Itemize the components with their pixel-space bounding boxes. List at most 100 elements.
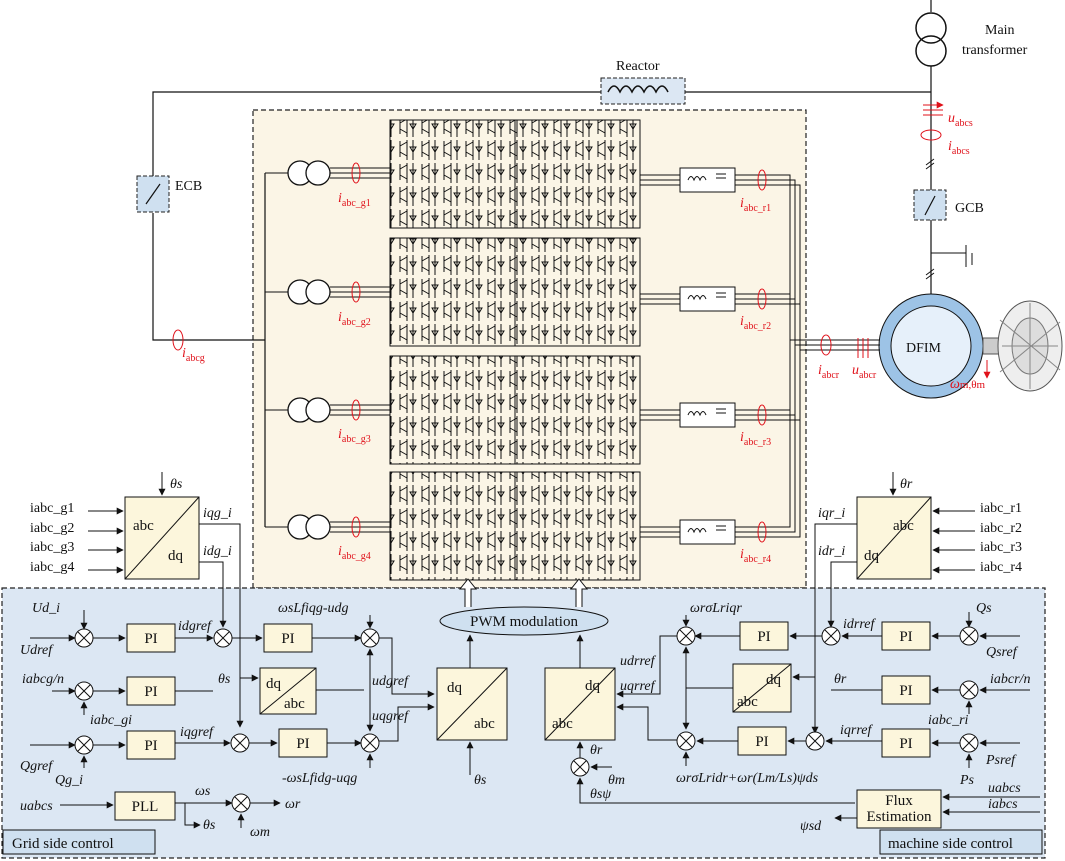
qg-i-label: Qg_i (55, 773, 83, 788)
psref-label: Psref (985, 753, 1017, 768)
grid-theta-s: θs (170, 477, 183, 492)
pi-grid-1-text: PI (144, 631, 157, 647)
pll-text: PLL (132, 799, 159, 815)
iabc-ri-label: iabc_ri (928, 713, 969, 728)
pi-grid-3-text: PI (144, 684, 157, 700)
pll-theta-s: θs (203, 818, 216, 833)
reactor-coil (607, 85, 669, 94)
grid-theta-s-dq: θs (474, 773, 487, 788)
flux-estimation-block (856, 789, 942, 829)
rotor-current-label-1: iabc_r1 (740, 196, 771, 214)
main-transformer (915, 0, 947, 190)
machine-dq2-text: dq (766, 672, 782, 688)
pll-omega-r: ωr (285, 797, 301, 812)
machine-abc3-text: abc (552, 716, 573, 732)
dfim-label: DFIM (906, 341, 942, 356)
grid-dq3-text: dq (447, 680, 463, 696)
flux-uabcs: uabcs (988, 781, 1021, 796)
gcb-label: GCB (955, 201, 984, 216)
ps-label: Ps (959, 773, 975, 788)
ff-bot-grid: -ωsLfidg-uqg (282, 771, 357, 786)
pi-mach-2-text: PI (757, 629, 770, 645)
pi-grid-5 (278, 728, 328, 758)
uabcs-label: uabcs (948, 111, 973, 129)
machine-theta-m: θm (608, 773, 625, 788)
uqrref-label: uqrref (620, 679, 657, 694)
main-transformer-label-1: Main (985, 23, 1015, 38)
grid-abc2-text: abc (284, 696, 305, 712)
grid-abc-text: abc (133, 518, 154, 534)
udgref-label: udgref (372, 674, 410, 689)
pll-omega-m: ωm (250, 825, 270, 840)
machine-side-label-box (879, 829, 1043, 855)
qs-label: Qs (976, 601, 992, 616)
uabcs-measure (920, 101, 944, 141)
pi-grid-4-text: PI (144, 738, 157, 754)
grid-input-2: iabc_g2 (30, 521, 74, 536)
iabcs-label: iabcs (948, 139, 970, 157)
converter-group-3 (265, 355, 767, 465)
pi-grid-2-text: PI (281, 631, 294, 647)
grid-input-1: iabc_g1 (30, 501, 74, 516)
pi-grid-4 (126, 730, 176, 760)
grid-input-4: iabc_g4 (30, 560, 74, 575)
pi-mach-4-text: PI (899, 736, 912, 752)
pi-mach-1-text: PI (899, 629, 912, 645)
machine-input-1: iabc_r1 (980, 501, 1022, 516)
grid-idg-label: idg_i (203, 544, 232, 559)
machine-inputs (932, 507, 975, 574)
converter-group-4 (265, 471, 767, 581)
idgref-label: idgref (178, 619, 213, 634)
uqgref-label: uqgref (372, 709, 410, 724)
machine-input-4: iabc_r4 (980, 560, 1022, 575)
grid-dq2-text: dq (266, 676, 282, 692)
pi-mach-3-text: PI (899, 683, 912, 699)
iabcg-label: iabcg (182, 346, 205, 364)
ff-bot-mach: ωrσLridr+ωr(Lm/Ls)ψds (676, 771, 819, 786)
grid-current-label-4: iabc_g4 (338, 544, 371, 562)
iabcg-n-label: iabcg/n (22, 672, 64, 687)
ff-top-mach: ωrσLriqr (690, 601, 742, 616)
pwm-label: PWM modulation (470, 614, 578, 630)
ff-top-grid: ωsLfiqg-udg (278, 601, 349, 616)
grid-inputs (88, 507, 124, 574)
rotor-current-label-3: iabc_r3 (740, 430, 771, 448)
ud-i-label: Ud_i (32, 601, 60, 616)
dfim-body (890, 305, 972, 387)
uabcr-label: uabcr (852, 363, 877, 381)
flux-text-2: Estimation (867, 809, 932, 825)
machine-abc-text: abc (893, 518, 914, 534)
udrref-label: udrref (620, 654, 657, 669)
machine-idr-label: idr_i (818, 544, 845, 559)
grid-current-label-1: iabc_g1 (338, 191, 371, 209)
qsref-label: Qsref (986, 645, 1019, 660)
pi-mach-5-text: PI (755, 734, 768, 750)
machine-theta-r: θr (900, 477, 913, 492)
turbine-icon (982, 300, 1063, 392)
machine-theta-spsi: θsψ (590, 787, 611, 802)
pi-mach-4 (881, 728, 931, 758)
rotor-feed (735, 174, 880, 538)
machine-side-label: machine side control (888, 836, 1013, 852)
machine-dq3-text: dq (585, 678, 601, 694)
machine-abc2-text: abc (737, 694, 758, 710)
psi-sd-label: ψsd (800, 819, 822, 834)
grid-theta-s2: θs (218, 672, 231, 687)
iabcr-label: iabcr (818, 363, 840, 381)
main-transformer-label-2: transformer (962, 43, 1028, 58)
pi-grid-3 (126, 676, 176, 706)
grid-side-label-box (2, 829, 156, 855)
grid-side-label: Grid side control (12, 836, 114, 852)
grid-dq-text: dq (168, 548, 184, 564)
pi-grid-1 (126, 623, 176, 653)
rotor-current-label-2: iabc_r2 (740, 314, 771, 332)
qgref-label: Qgref (20, 759, 54, 774)
iqgref-label: iqgref (180, 725, 215, 740)
pi-grid-2 (263, 623, 313, 653)
machine-iqr-label: iqr_i (818, 506, 845, 521)
grid-input-3: iabc_g3 (30, 540, 74, 555)
grid-abc3-text: abc (474, 716, 495, 732)
omega-theta-m-label: ωm,θm (950, 377, 985, 392)
iqrref-label: iqrref (840, 723, 873, 738)
